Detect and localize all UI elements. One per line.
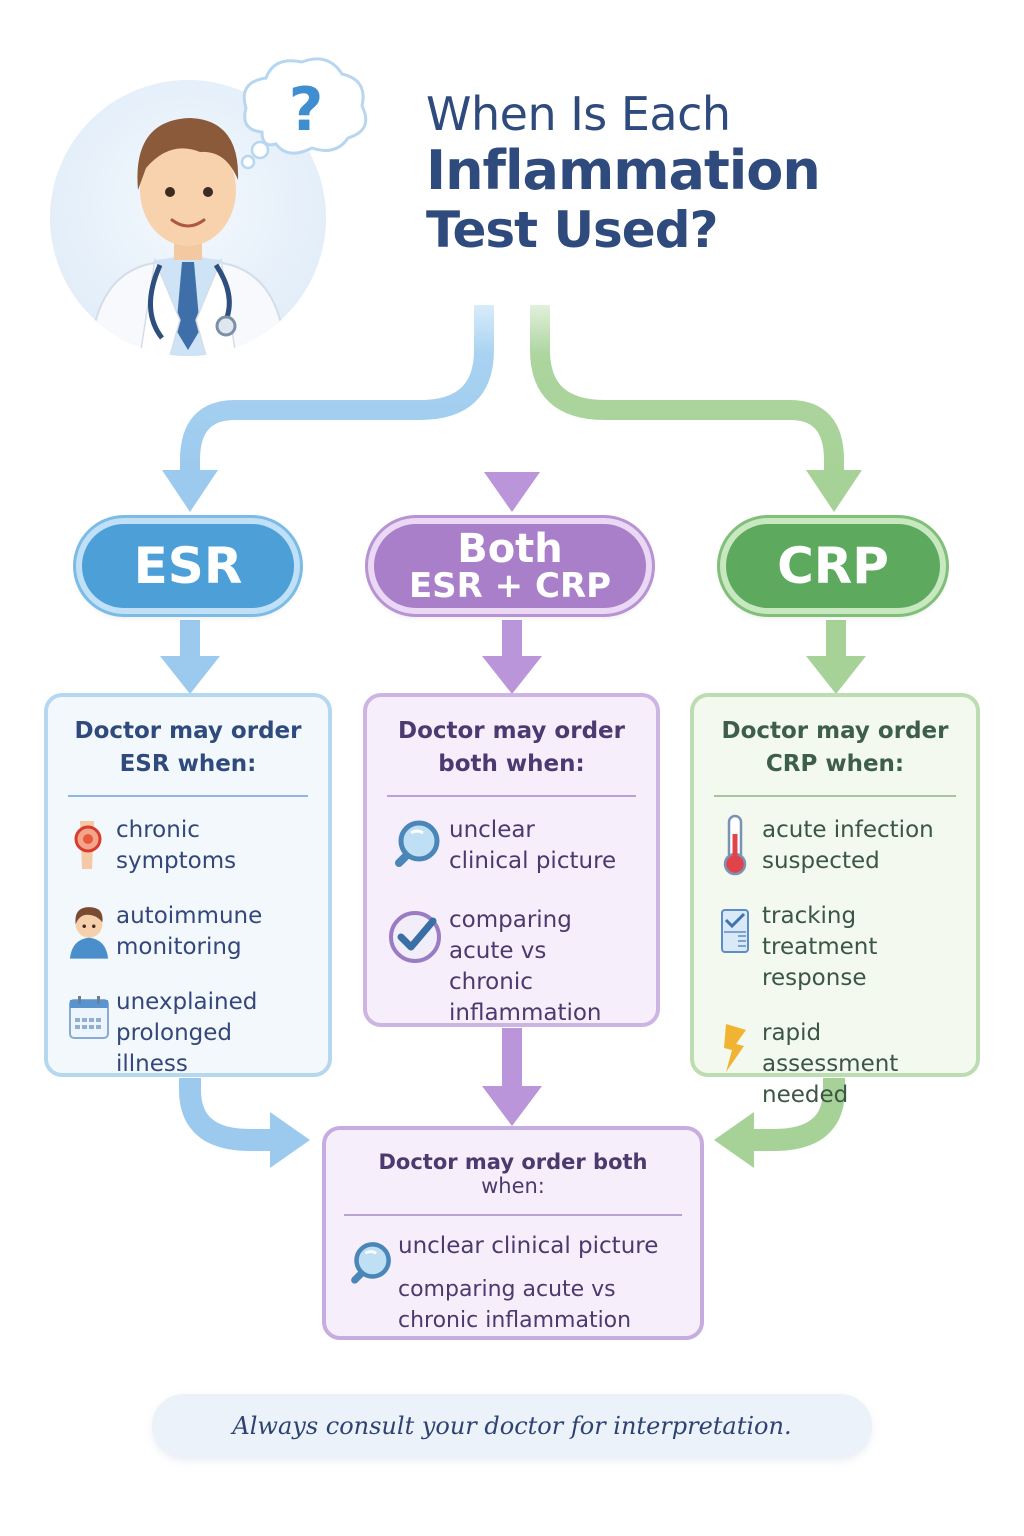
both-card-title: Doctor may order both when: — [387, 715, 636, 781]
item-text: suspected — [762, 848, 880, 874]
calendar-icon — [68, 987, 110, 1047]
esr-pill-label: ESR — [133, 537, 243, 595]
summary-title-bold: Doctor may order both — [378, 1150, 648, 1174]
inflamed-joint-icon — [68, 815, 110, 875]
both-card: Doctor may order both when: unclear clini… — [363, 693, 660, 1027]
esr-pill: ESR — [76, 518, 300, 614]
list-item: chronic symptoms — [68, 815, 308, 877]
patient-icon — [68, 901, 110, 961]
list-item: unexplained prolonged illness — [68, 987, 308, 1080]
magnifier-icon — [344, 1230, 398, 1336]
page-title: When Is Each Inflammation Test Used? — [426, 87, 821, 259]
combined-summary-box: Doctor may order both when: unclear clin… — [322, 1126, 704, 1340]
summary-list: unclear clinical picture comparing acute… — [344, 1230, 682, 1336]
crp-pill-label: CRP — [777, 537, 889, 595]
summary-item: comparing acute vs chronic inflammation — [398, 1274, 658, 1336]
arrow-stem-both — [502, 620, 522, 658]
esr-card-title-line-1: Doctor may order — [74, 718, 302, 744]
crp-pill: CRP — [720, 518, 946, 614]
item-text: acute vs chronic — [449, 938, 547, 995]
list-item: unclear clinical picture — [387, 815, 636, 877]
divider — [714, 795, 956, 797]
magnifier-icon — [387, 815, 443, 875]
arrow-head-both-bottom — [482, 1086, 542, 1126]
disclaimer-banner: Always consult your doctor for interpret… — [152, 1394, 872, 1458]
item-text: symptoms — [116, 848, 237, 874]
esr-card-title-line-2: ESR when: — [119, 751, 257, 777]
esr-card-title: Doctor may order ESR when: — [68, 715, 308, 781]
both-pill-label-1: Both — [457, 526, 563, 572]
arrow-stem-both-bottom — [502, 1028, 522, 1088]
checklist-icon — [714, 901, 756, 961]
arrow-stem-crp — [826, 620, 846, 658]
divider — [387, 795, 636, 797]
divider — [68, 795, 308, 797]
item-text: monitoring — [116, 934, 242, 960]
both-card-title-line-2: both when: — [438, 751, 585, 777]
item-text: comparing — [449, 907, 572, 933]
summary-item-line-2: chronic inflammation — [398, 1308, 632, 1333]
item-text: acute infection — [762, 817, 934, 843]
arrow-head-crp-bottom — [714, 1112, 754, 1168]
both-pill-label-2: ESR + CRP — [408, 566, 612, 606]
title-line-2: Inflammation — [426, 139, 821, 203]
item-text: inflammation — [449, 1000, 602, 1026]
crp-card-title: Doctor may order CRP when: — [714, 715, 956, 781]
item-text: rapid assessment — [762, 1020, 899, 1077]
divider — [344, 1214, 682, 1216]
arrow-head-crp-card — [806, 656, 866, 694]
checkmark-icon — [387, 905, 443, 965]
item-text: chronic — [116, 817, 200, 843]
list-item: rapid assessment needed — [714, 1018, 956, 1111]
item-text: unexplained — [116, 989, 258, 1015]
crp-card: Doctor may order CRP when: acute infecti… — [690, 693, 980, 1108]
item-text: needed — [762, 1082, 849, 1108]
doctor-illustration-icon — [88, 118, 288, 356]
both-pill: Both ESR + CRP — [368, 518, 652, 614]
arrow-head-esr-bottom — [270, 1112, 310, 1168]
list-item: comparing acute vs chronic inflammation — [387, 905, 636, 1029]
esr-card: Doctor may order ESR when: chronic sympto… — [44, 693, 332, 1077]
arrow-head-both — [484, 472, 540, 512]
arrow-to-crp — [530, 305, 844, 470]
arrow-head-esr — [162, 470, 218, 512]
list-item: autoimmune monitoring — [68, 901, 308, 963]
arrow-stem-esr — [180, 620, 200, 658]
thermometer-icon — [714, 814, 756, 876]
title-line-1: When Is Each — [426, 87, 731, 141]
item-text: tracking treatment — [762, 903, 878, 960]
arrow-esr-to-bottom — [179, 1078, 272, 1151]
summary-title-rest: when: — [481, 1174, 545, 1198]
title-line-3: Test Used? — [426, 200, 719, 259]
item-text: clinical picture — [449, 848, 617, 874]
list-item: tracking treatment response — [714, 901, 956, 994]
item-text: unclear — [449, 817, 535, 843]
both-card-title-line-1: Doctor may order — [397, 718, 625, 744]
crp-card-title-line-1: Doctor may order — [721, 718, 949, 744]
summary-item: unclear clinical picture — [398, 1233, 659, 1259]
item-text: autoimmune — [116, 903, 263, 929]
arrow-head-both-card — [482, 656, 542, 694]
arrow-head-crp — [806, 470, 862, 512]
question-mark-icon: ? — [289, 75, 324, 145]
thought-bubble: ? — [232, 52, 372, 170]
disclaimer-text: Always consult your doctor for interpret… — [232, 1412, 792, 1440]
summary-title: Doctor may order both when: — [344, 1150, 682, 1198]
crp-card-title-line-2: CRP when: — [765, 751, 905, 777]
item-text: response — [762, 965, 867, 991]
item-text: prolonged illness — [116, 1020, 233, 1077]
arrow-head-esr-card — [160, 656, 220, 694]
summary-item-line-1: comparing acute vs — [398, 1277, 616, 1302]
lightning-icon — [714, 1018, 756, 1078]
list-item: acute infection suspected — [714, 814, 956, 877]
